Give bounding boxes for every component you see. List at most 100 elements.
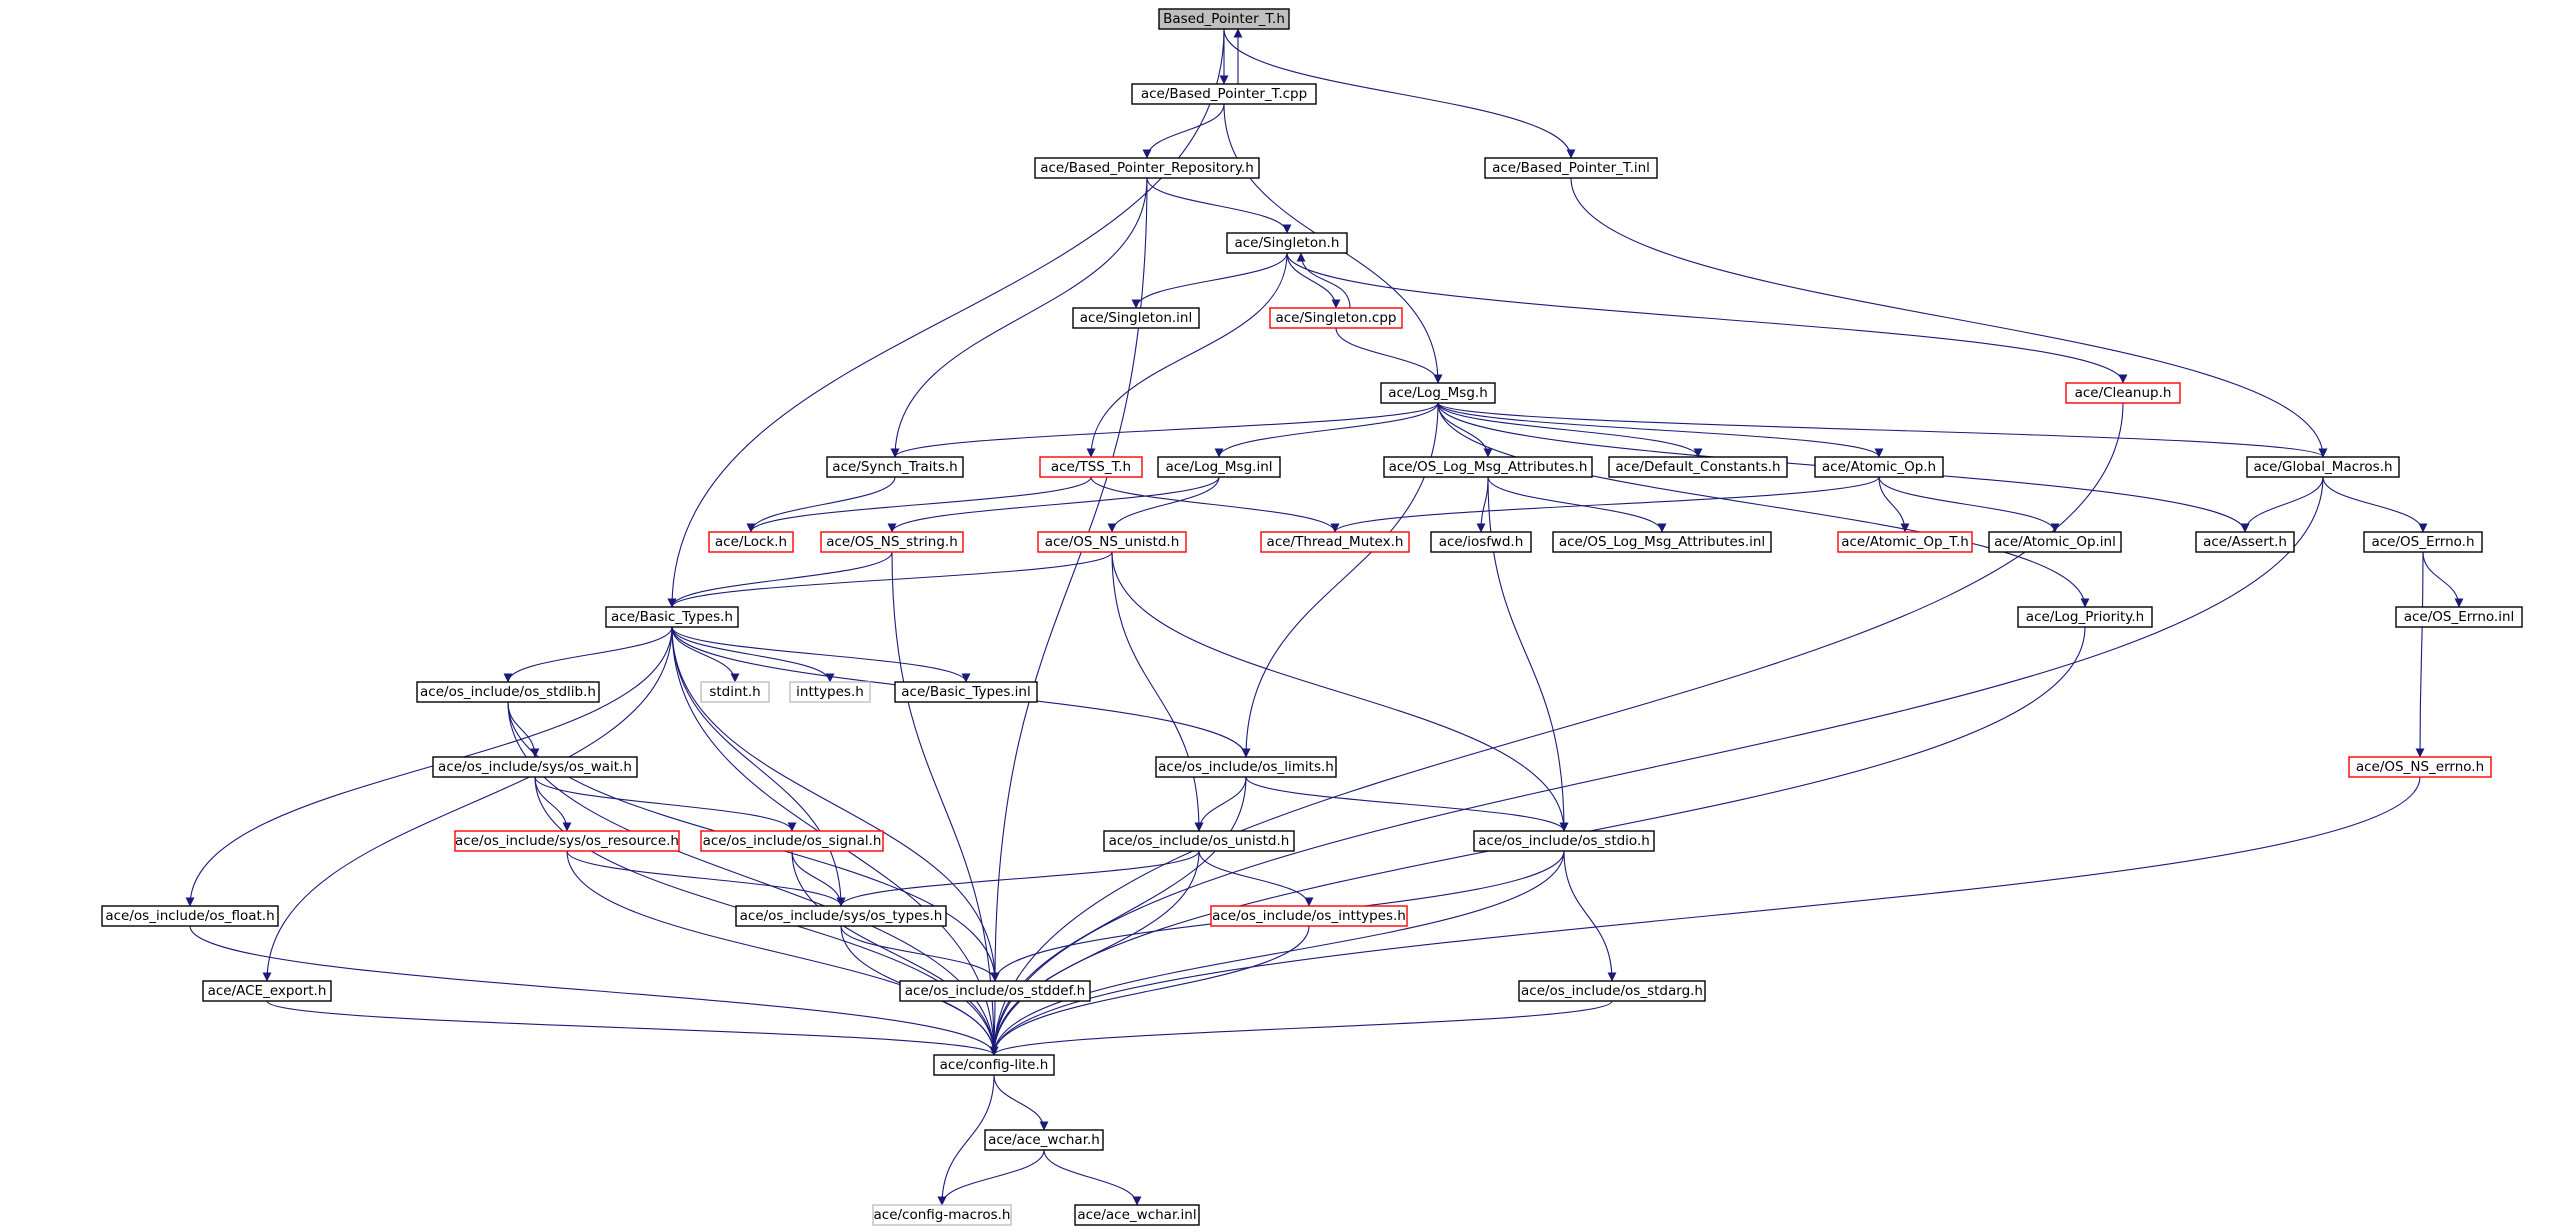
- edge-sys_os_types-to-os_stddef: [840, 925, 1000, 982]
- node-os_stdio[interactable]: ace/os_include/os_stdio.h: [1473, 830, 1655, 852]
- node-label: inttypes.h: [796, 684, 864, 700]
- node-box: [708, 531, 794, 553]
- node-os_signal[interactable]: ace/os_include/os_signal.h: [700, 830, 884, 852]
- node-tss_t[interactable]: ace/TSS_T.h: [1039, 456, 1143, 478]
- node-label: ace/Cleanup.h: [2075, 385, 2172, 401]
- node-log_priority[interactable]: ace/Log_Priority.h: [2017, 606, 2153, 628]
- node-singleton_cpp[interactable]: ace/Singleton.cpp: [1269, 307, 1403, 329]
- node-box: [2065, 382, 2181, 404]
- node-iosfwd[interactable]: ace/iosfwd.h: [1430, 531, 1532, 553]
- edge-log_msg_h-to-log_msg_inl: [1214, 402, 1439, 458]
- node-atomic_op_h[interactable]: ace/Atomic_Op.h: [1814, 456, 1944, 478]
- node-os_inttypes[interactable]: ace/os_include/os_inttypes.h: [1210, 905, 1408, 927]
- node-os_unistd[interactable]: ace/os_include/os_unistd.h: [1103, 830, 1295, 852]
- node-default_const[interactable]: ace/Default_Constants.h: [1608, 456, 1788, 478]
- node-label: ace/os_include/os_stdio.h: [1478, 833, 1650, 849]
- node-bpt_cpp[interactable]: ace/Based_Pointer_T.cpp: [1131, 83, 1317, 105]
- node-box: [1157, 456, 1281, 478]
- node-sys_os_types[interactable]: ace/os_include/sys/os_types.h: [735, 905, 947, 927]
- node-os_errno_inl[interactable]: ace/OS_Errno.inl: [2395, 606, 2523, 628]
- node-label: ace/os_include/os_float.h: [105, 908, 274, 924]
- node-box: [700, 830, 884, 852]
- node-lock_h[interactable]: ace/Lock.h: [708, 531, 794, 553]
- node-label: ace/os_include/os_limits.h: [1158, 759, 1334, 775]
- node-sys_os_wait[interactable]: ace/os_include/sys/os_wait.h: [432, 756, 638, 778]
- node-os_float[interactable]: ace/os_include/os_float.h: [101, 905, 279, 927]
- node-os_limits[interactable]: ace/os_include/os_limits.h: [1155, 756, 1337, 778]
- edge-os_limits-to-os_stdio: [1245, 776, 1569, 832]
- node-root[interactable]: Based_Pointer_T.h: [1158, 8, 1290, 30]
- node-atomic_op_inl[interactable]: ace/Atomic_Op.inl: [1988, 531, 2122, 553]
- node-cleanup[interactable]: ace/Cleanup.h: [2065, 382, 2181, 404]
- node-os_ns_string[interactable]: ace/OS_NS_string.h: [820, 531, 964, 553]
- node-box: [1269, 307, 1403, 329]
- edge-os_stdio-to-os_stdarg: [1563, 850, 1617, 982]
- edge-os_unistd-to-sys_os_types: [836, 850, 1200, 907]
- node-ace_wchar_h[interactable]: ace/ace_wchar.h: [984, 1129, 1104, 1151]
- node-bpt_inl[interactable]: ace/Based_Pointer_T.inl: [1484, 157, 1658, 179]
- edge-singleton_h-to-tss_t: [1086, 252, 1288, 458]
- node-ace_wchar_inl[interactable]: ace/ace_wchar.inl: [1074, 1204, 1200, 1226]
- edge-singleton_cpp-to-singleton_h: [1296, 252, 1351, 309]
- node-label: ace/OS_Log_Msg_Attributes.inl: [1559, 534, 1765, 550]
- node-ace_export[interactable]: ace/ACE_export.h: [202, 980, 332, 1002]
- edge-root-to-basic_types_h: [667, 28, 1225, 608]
- node-assert_h[interactable]: ace/Assert.h: [2195, 531, 2295, 553]
- node-box: [789, 681, 871, 703]
- node-os_stdarg[interactable]: ace/os_include/os_stdarg.h: [1518, 980, 1706, 1002]
- node-os_stddef[interactable]: ace/os_include/os_stddef.h: [899, 980, 1091, 1002]
- edge-basic_types_h-to-sys_os_types: [671, 626, 846, 907]
- node-atomic_op_t[interactable]: ace/Atomic_Op_T.h: [1837, 531, 1973, 553]
- node-label: ace/Basic_Types.h: [611, 609, 733, 625]
- node-os_ns_unistd[interactable]: ace/OS_NS_unistd.h: [1037, 531, 1187, 553]
- edge-bpr-to-synch_traits: [890, 177, 1148, 458]
- node-label: ace/Log_Priority.h: [2026, 609, 2144, 625]
- edge-singleton_h-to-cleanup: [1286, 252, 2128, 384]
- edge-cleanup-to-config_lite: [989, 402, 2124, 1056]
- node-label: ace/Based_Pointer_T.inl: [1492, 160, 1650, 176]
- node-box: [2246, 456, 2400, 478]
- node-label: ace/OS_NS_errno.h: [2356, 759, 2484, 775]
- node-label: ace/Singleton.inl: [1080, 310, 1193, 326]
- node-box: [1552, 531, 1772, 553]
- node-sys_os_resource[interactable]: ace/os_include/sys/os_resource.h: [454, 830, 680, 852]
- node-box: [101, 905, 279, 927]
- node-box: [1037, 531, 1187, 553]
- node-os_log_attr_inl[interactable]: ace/OS_Log_Msg_Attributes.inl: [1552, 531, 1772, 553]
- node-basic_types_inl[interactable]: ace/Basic_Types.inl: [894, 681, 1038, 703]
- node-os_stdlib[interactable]: ace/os_include/os_stdlib.h: [416, 681, 600, 703]
- node-label: ace/ace_wchar.h: [988, 1132, 1100, 1148]
- edge-bpt_inl-to-global_macros: [1570, 177, 2328, 458]
- node-box: [1518, 980, 1706, 1002]
- edge-os_limits-to-config_lite: [989, 776, 1247, 1056]
- edge-os_log_attr_h-to-os_stdio: [1487, 476, 1569, 832]
- node-os_errno_h[interactable]: ace/OS_Errno.h: [2363, 531, 2483, 553]
- node-singleton_h[interactable]: ace/Singleton.h: [1226, 232, 1348, 254]
- edge-os_ns_unistd-to-basic_types_h: [667, 551, 1113, 608]
- node-label: ace/Lock.h: [715, 534, 787, 550]
- node-thread_mutex[interactable]: ace/Thread_Mutex.h: [1260, 531, 1410, 553]
- node-singleton_inl[interactable]: ace/Singleton.inl: [1072, 307, 1200, 329]
- node-box: [1473, 830, 1655, 852]
- node-label: stdint.h: [709, 684, 760, 700]
- node-log_msg_inl[interactable]: ace/Log_Msg.inl: [1157, 456, 1281, 478]
- node-global_macros[interactable]: ace/Global_Macros.h: [2246, 456, 2400, 478]
- edge-os_ns_unistd-to-os_unistd: [1111, 551, 1204, 832]
- node-os_log_attr_h[interactable]: ace/OS_Log_Msg_Attributes.h: [1383, 456, 1593, 478]
- node-config_macros: ace/config-macros.h: [872, 1204, 1012, 1226]
- node-label: ace/os_include/sys/os_wait.h: [438, 759, 632, 775]
- node-label: ace/Singleton.cpp: [1275, 310, 1396, 326]
- edge-basic_types_h-to-os_stddef: [671, 626, 1000, 982]
- node-basic_types_h[interactable]: ace/Basic_Types.h: [605, 606, 739, 628]
- node-label: ace/Atomic_Op_T.h: [1841, 534, 1969, 550]
- node-label: ace/Basic_Types.inl: [901, 684, 1030, 700]
- node-synch_traits[interactable]: ace/Synch_Traits.h: [826, 456, 964, 478]
- edge-tss_t-to-thread_mutex: [1090, 476, 1340, 533]
- node-config_lite[interactable]: ace/config-lite.h: [933, 1054, 1055, 1076]
- node-bpr[interactable]: ace/Based_Pointer_Repository.h: [1034, 157, 1260, 179]
- node-log_msg_h[interactable]: ace/Log_Msg.h: [1380, 382, 1496, 404]
- edge-global_macros-to-assert_h: [2240, 476, 2324, 533]
- node-label: ace/os_include/os_stdarg.h: [1521, 983, 1703, 999]
- node-os_ns_errno[interactable]: ace/OS_NS_errno.h: [2348, 756, 2492, 778]
- edge-log_msg_h-to-log_priority: [1437, 402, 2090, 608]
